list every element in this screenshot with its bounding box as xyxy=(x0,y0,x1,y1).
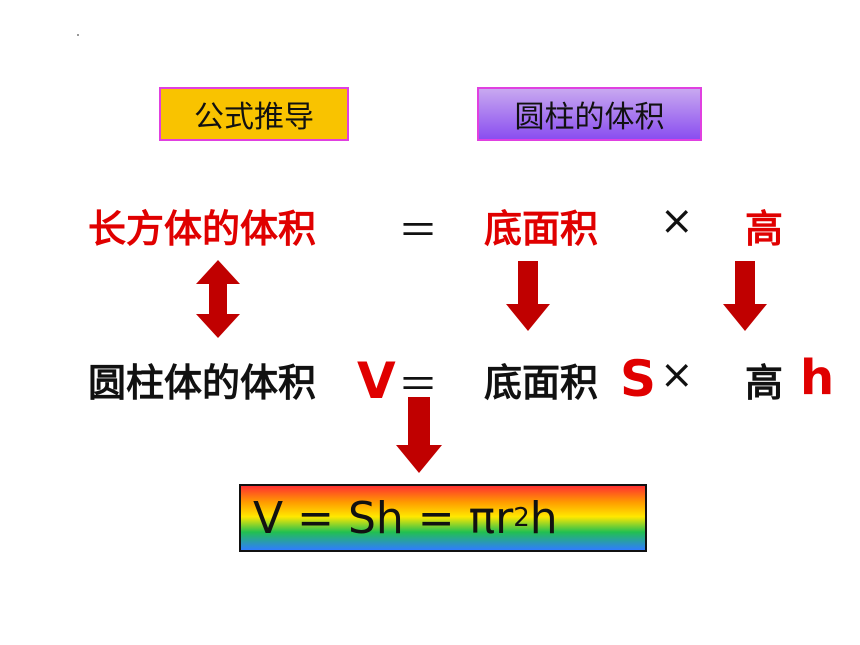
cylinder-volume-label-box: 圆柱的体积 xyxy=(477,87,702,141)
var-V: V xyxy=(357,352,396,410)
row1-base-area: 底面积 xyxy=(484,207,599,251)
cuboid-volume-text: 长方体的体积 xyxy=(88,207,317,251)
row2-height: 高 xyxy=(745,361,784,405)
var-h: h xyxy=(800,350,835,406)
cylinder-volume-label: 圆柱的体积 xyxy=(514,100,665,135)
row1-equals: ＝ xyxy=(398,208,438,254)
row2-equals: ＝ xyxy=(398,362,438,408)
row1-times: × xyxy=(660,198,694,244)
down-arrow-icon xyxy=(396,397,442,473)
derivation-label: 公式推导 xyxy=(194,100,314,135)
row1-height: 高 xyxy=(745,207,784,251)
formula-main: V = Sh = πr xyxy=(253,492,514,544)
double-arrow-icon xyxy=(196,260,240,338)
derivation-label-box: 公式推导 xyxy=(159,87,349,141)
row2-base-area: 底面积 xyxy=(484,361,599,405)
cylinder-volume-text: 圆柱体的体积 xyxy=(88,361,317,405)
down-arrow-icon xyxy=(723,261,767,331)
down-arrow-icon xyxy=(506,261,550,331)
tiny-dot xyxy=(77,34,79,36)
var-S: S xyxy=(620,350,657,408)
row2-times: × xyxy=(660,352,694,398)
formula-tail: h xyxy=(529,492,558,544)
formula-exponent: 2 xyxy=(513,503,530,533)
